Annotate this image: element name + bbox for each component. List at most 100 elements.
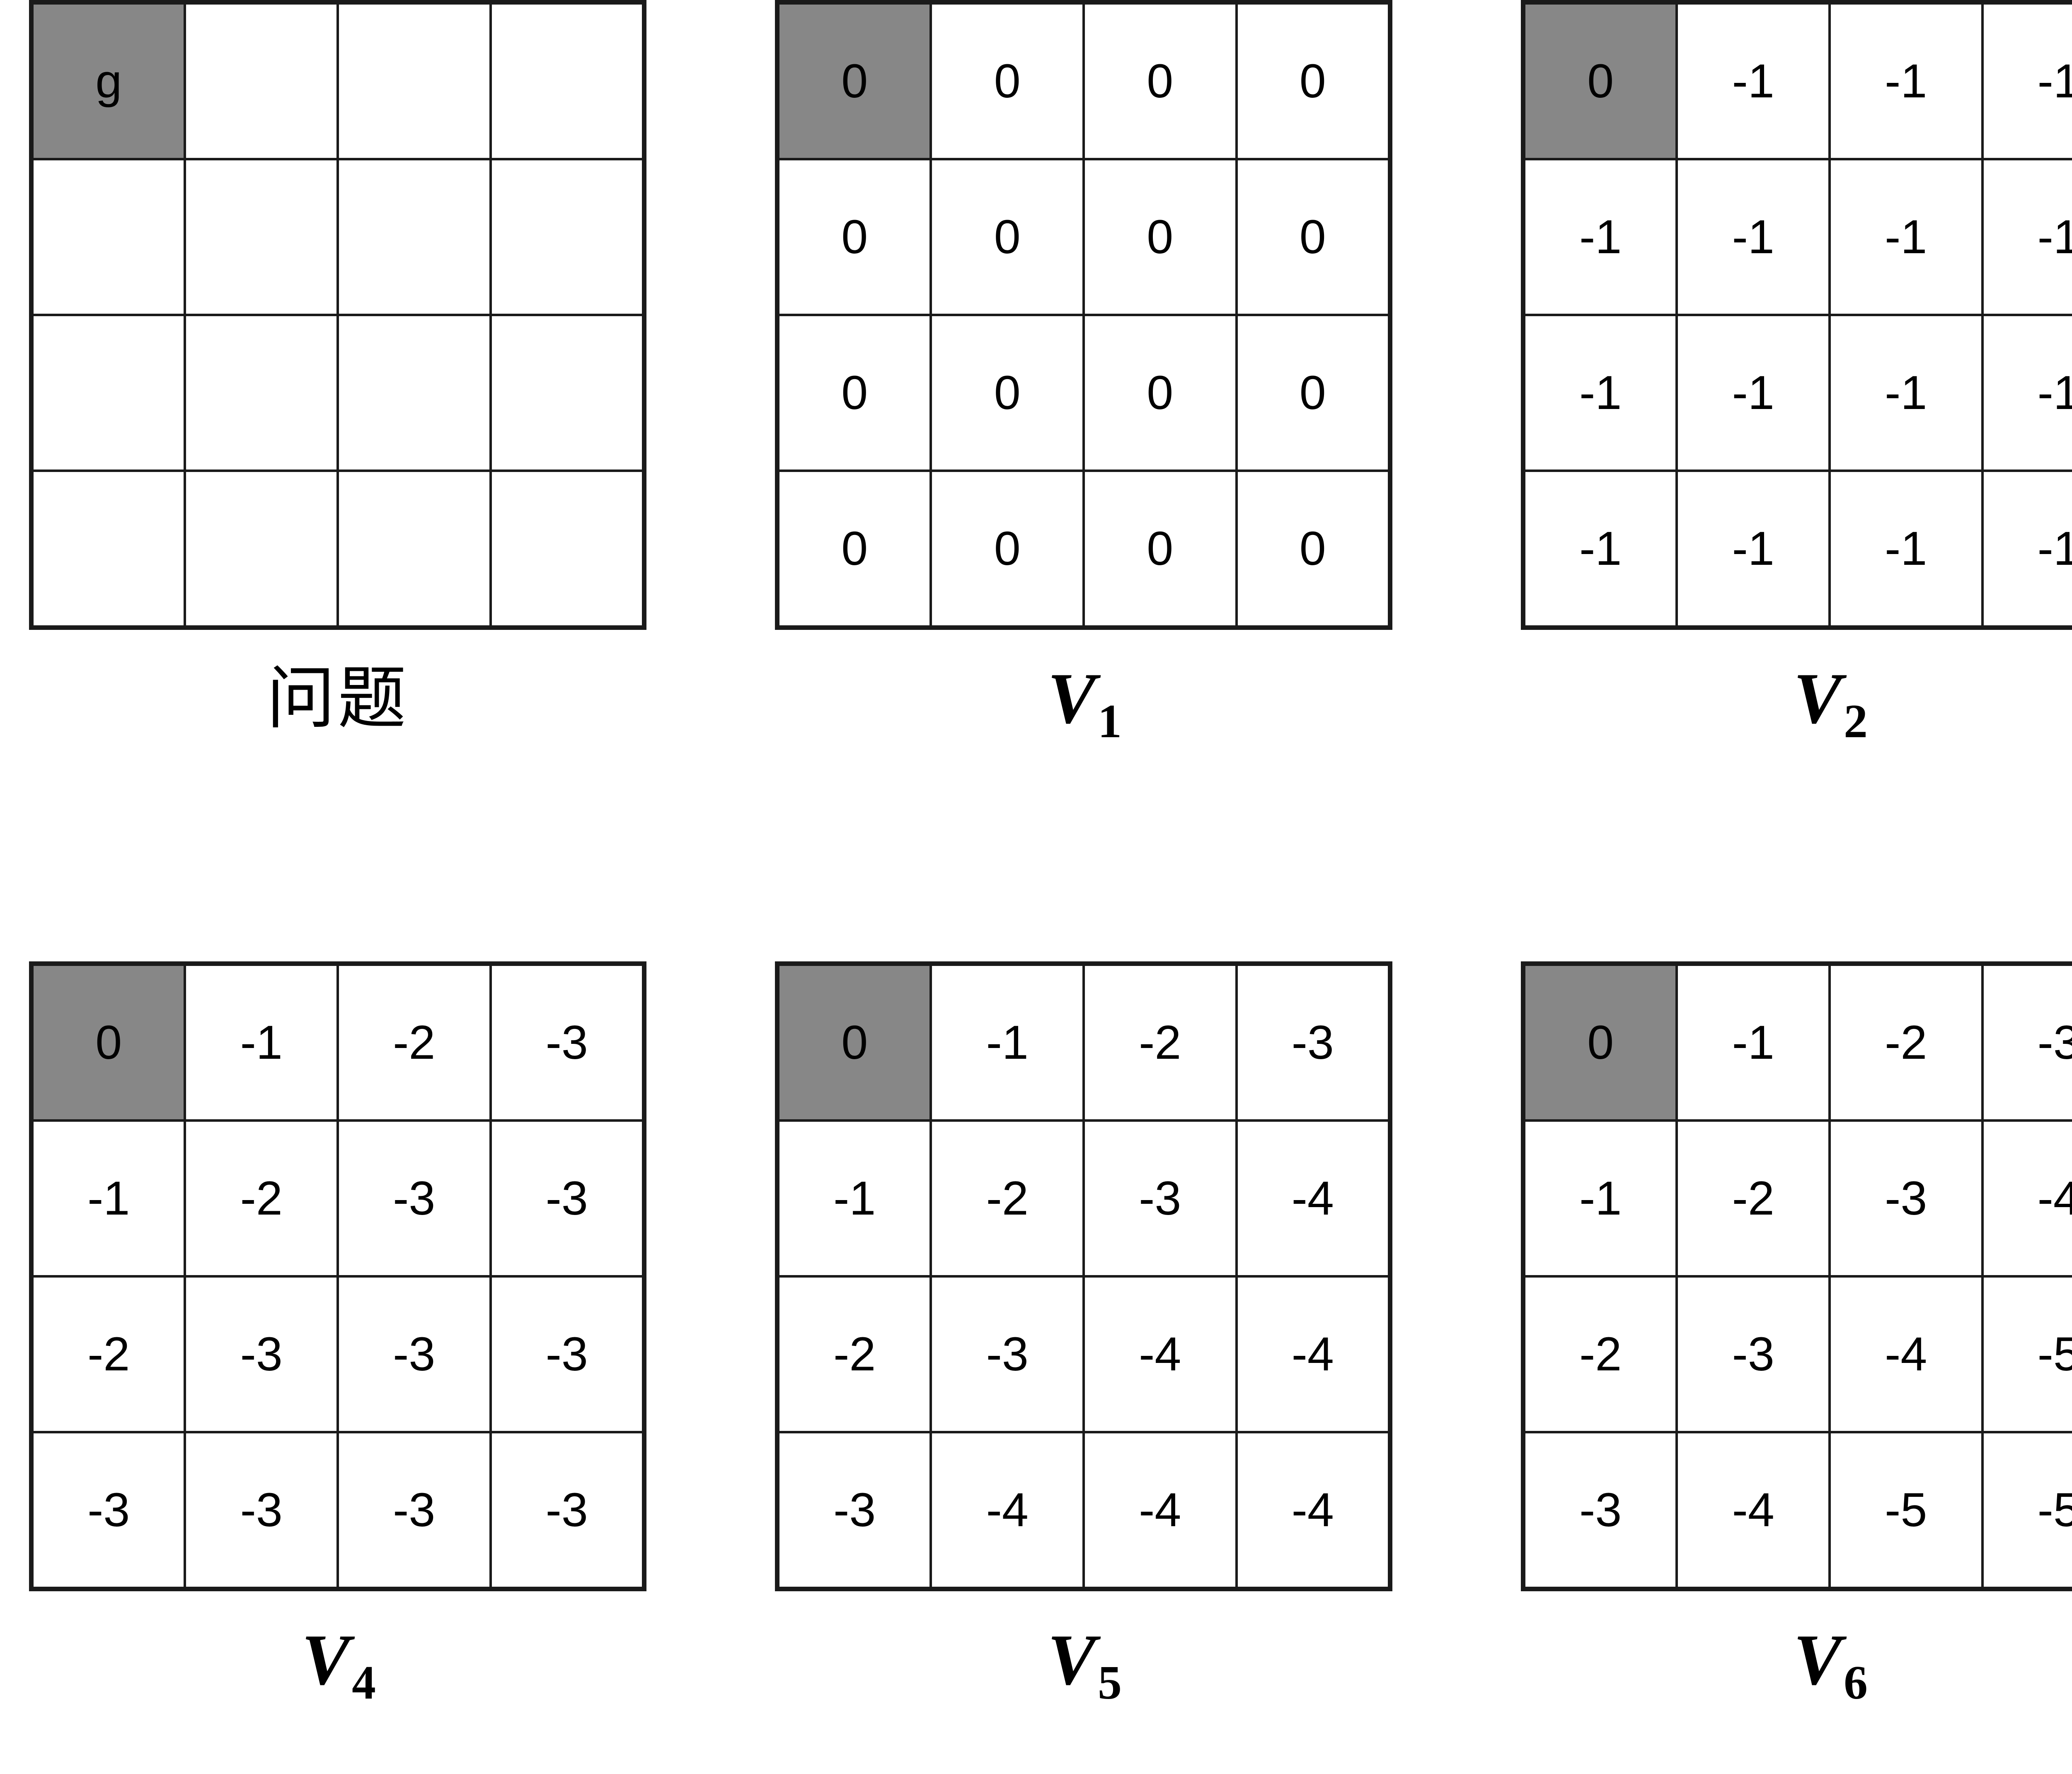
- value-cell: -3: [336, 1275, 492, 1433]
- value-cell: -1: [1522, 1119, 1678, 1278]
- table-row: 0-1-2-3: [776, 962, 1392, 1122]
- caption-symbol: V2: [1793, 658, 1868, 748]
- value-cell: -4: [1235, 1275, 1392, 1433]
- panel-caption-v4: V4: [29, 1591, 646, 1728]
- table-row: [30, 314, 646, 472]
- value-cell: 0: [1082, 470, 1238, 629]
- value-cell: [489, 1, 646, 160]
- table-row: -3-3-3-3: [30, 1431, 646, 1590]
- value-cell: -4: [1082, 1275, 1238, 1433]
- grid-wrap-v2: 0-1-1-1-1-1-1-1-1-1-1-1-1-1-1-1: [1521, 0, 2072, 630]
- value-cell: -3: [1522, 1431, 1678, 1590]
- value-cell: -1: [1828, 158, 1984, 316]
- grid-wrap-problem: g: [29, 0, 646, 630]
- value-cell: -3: [929, 1275, 1085, 1433]
- goal-cell: 0: [1522, 1, 1678, 160]
- value-cell: 0: [1235, 470, 1392, 629]
- value-cell: -2: [1675, 1119, 1831, 1278]
- caption-base: V: [301, 1619, 350, 1700]
- goal-cell: g: [30, 1, 186, 160]
- value-cell: -1: [30, 1119, 186, 1278]
- value-cell: -3: [1235, 962, 1392, 1122]
- value-cell: -1: [1675, 962, 1831, 1122]
- value-cell: -3: [776, 1431, 932, 1590]
- table-row: -2-3-4-5: [1522, 1275, 2072, 1433]
- panel-caption-v6: V6: [1521, 1591, 2072, 1728]
- value-cell: -4: [929, 1431, 1085, 1590]
- value-cell: 0: [776, 158, 932, 316]
- value-cell: [489, 314, 646, 472]
- value-cell: -2: [336, 962, 492, 1122]
- table-row: [30, 470, 646, 629]
- caption-base: V: [1793, 1619, 1842, 1700]
- value-cell: -2: [30, 1275, 186, 1433]
- value-cell: -1: [184, 962, 339, 1122]
- caption-base: V: [1047, 658, 1096, 738]
- table-row: -1-2-3-4: [1522, 1119, 2072, 1278]
- value-cell: 0: [929, 158, 1085, 316]
- table-row: -3-4-5-5: [1522, 1431, 2072, 1590]
- table-row: -3-4-4-4: [776, 1431, 1392, 1590]
- caption-base: V: [1793, 658, 1842, 738]
- value-cell: 0: [776, 314, 932, 472]
- value-cell: 0: [929, 314, 1085, 472]
- caption-text: 问题: [266, 658, 409, 738]
- value-cell: -3: [336, 1119, 492, 1278]
- value-cell: -3: [184, 1275, 339, 1433]
- value-cell: -1: [1522, 470, 1678, 629]
- table-row: g: [30, 1, 646, 160]
- value-cell: [184, 470, 339, 629]
- value-cell: -3: [489, 1431, 646, 1590]
- value-cell: -3: [184, 1431, 339, 1590]
- value-cell: 0: [1235, 158, 1392, 316]
- caption-subscript: 1: [1098, 694, 1122, 748]
- value-cell: -2: [184, 1119, 339, 1278]
- value-cell: -1: [1981, 470, 2072, 629]
- value-cell: -5: [1828, 1431, 1984, 1590]
- value-cell: -2: [929, 1119, 1085, 1278]
- value-cell: -2: [776, 1275, 932, 1433]
- table-row: 0-1-1-1: [1522, 1, 2072, 160]
- panel-caption-v5: V5: [775, 1591, 1392, 1728]
- value-grid-problem: g: [29, 0, 646, 630]
- value-grid-v5: 0-1-2-3-1-2-3-4-2-3-4-4-3-4-4-4: [775, 961, 1392, 1591]
- value-cell: [30, 470, 186, 629]
- panel-caption-problem: 问题: [29, 630, 646, 767]
- panel-caption-v2: V2: [1521, 630, 2072, 767]
- value-cell: -3: [489, 1119, 646, 1278]
- value-cell: -3: [489, 1275, 646, 1433]
- value-cell: [184, 1, 339, 160]
- value-cell: -1: [1675, 158, 1831, 316]
- value-cell: -1: [1981, 158, 2072, 316]
- value-cell: [336, 1, 492, 160]
- value-cell: -1: [1675, 314, 1831, 472]
- goal-cell: 0: [776, 1, 932, 160]
- value-grid-v6: 0-1-2-3-1-2-3-4-2-3-4-5-3-4-5-5: [1521, 961, 2072, 1591]
- caption-symbol: V5: [1048, 1619, 1122, 1709]
- table-row: -1-2-3-4: [776, 1119, 1392, 1278]
- table-row: -2-3-4-4: [776, 1275, 1392, 1433]
- grid-wrap-v5: 0-1-2-3-1-2-3-4-2-3-4-4-3-4-4-4: [775, 961, 1392, 1591]
- caption-symbol: V4: [301, 1619, 376, 1709]
- value-cell: -1: [1828, 314, 1984, 472]
- table-row: -1-2-3-3: [30, 1119, 646, 1278]
- caption-subscript: 5: [1098, 1655, 1122, 1709]
- value-cell: 0: [929, 470, 1085, 629]
- table-row: -2-3-3-3: [30, 1275, 646, 1433]
- value-cell: [30, 314, 186, 472]
- value-cell: -1: [1675, 470, 1831, 629]
- value-cell: -4: [1082, 1431, 1238, 1590]
- value-cell: -3: [1675, 1275, 1831, 1433]
- grid-wrap-v6: 0-1-2-3-1-2-3-4-2-3-4-5-3-4-5-5: [1521, 961, 2072, 1591]
- value-grid-v2: 0-1-1-1-1-1-1-1-1-1-1-1-1-1-1-1: [1521, 0, 2072, 630]
- value-cell: -3: [1082, 1119, 1238, 1278]
- value-cell: [489, 470, 646, 629]
- goal-cell: 0: [30, 962, 186, 1122]
- value-cell: -1: [1522, 158, 1678, 316]
